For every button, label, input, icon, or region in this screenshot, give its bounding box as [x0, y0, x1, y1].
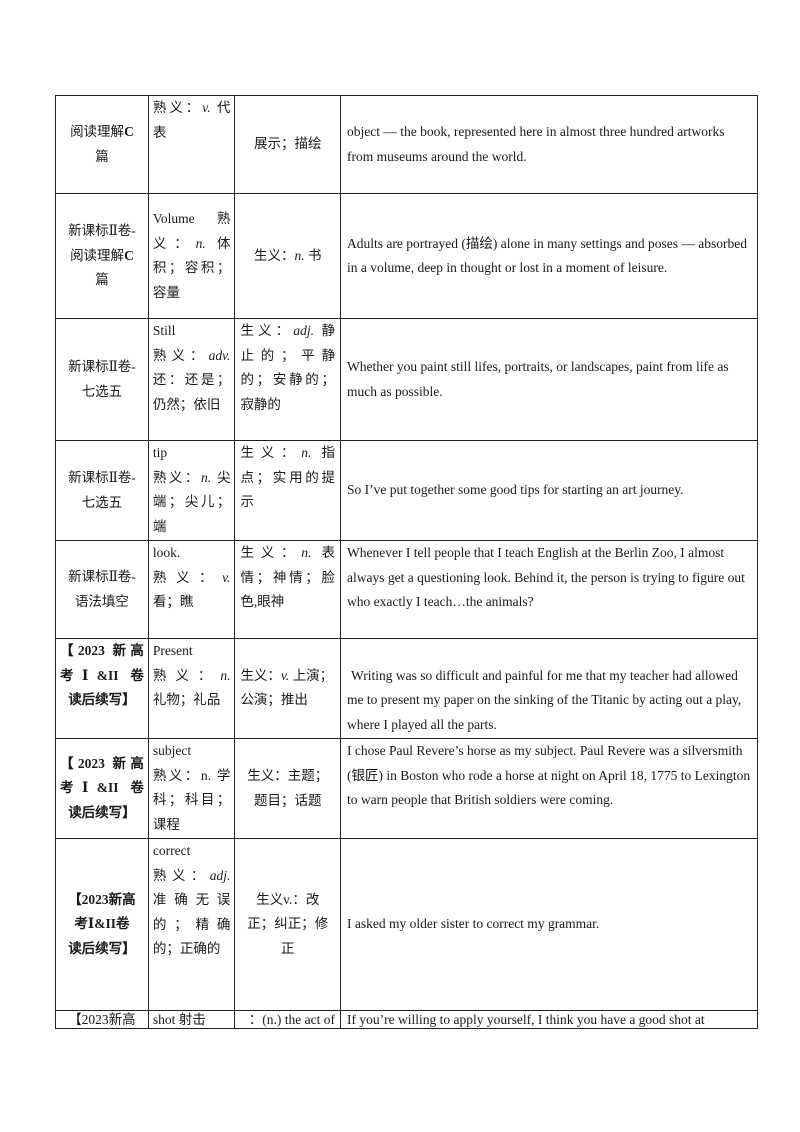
familiar-meaning-cell: shot 射击 [147, 1010, 236, 1029]
table-row: 新课标Ⅱ卷- 阅读理解C 篇 Volume 熟 义：n. 体 积；容积； 容量 … [55, 193, 758, 319]
generated-meaning-cell: ：(n.) the act of [234, 1010, 341, 1029]
table-row: 【2023新高 考Ⅰ&II卷 读后续写】 correct 熟义：adj. 准确无… [55, 838, 758, 1011]
source-cell: 新课标Ⅱ卷- 七选五 [55, 318, 149, 441]
table-row: 【2023新高 shot 射击 ：(n.) the act of If you’… [55, 1010, 758, 1029]
example-sentence-cell: Writing was so difficult and painful for… [340, 638, 758, 739]
generated-meaning-cell: 生义v.：改 正；纠正；修 正 [234, 838, 341, 1011]
example-sentence-cell: Whether you paint still lifes, portraits… [340, 318, 758, 441]
generated-meaning-cell: 生义：n. 指 点；实用的提 示 [234, 440, 341, 541]
table-row: 【2023 新高 考Ⅰ&II 卷 读后续写】 Present 熟义：n. 礼物；… [55, 638, 758, 739]
source-cell: 新课标Ⅱ卷- 七选五 [55, 440, 149, 541]
generated-meaning-cell: 生义：主题； 题目；话题 [234, 738, 341, 839]
source-cell: 新课标Ⅱ卷- 语法填空 [55, 540, 149, 639]
example-sentence-cell: If you’re willing to apply yourself, I t… [340, 1010, 758, 1029]
familiar-meaning-cell: Present 熟义：n. 礼物；礼品 [147, 638, 236, 739]
source-cell: 新课标Ⅱ卷- 阅读理解C 篇 [55, 193, 149, 319]
source-cell: 【2023 新高 考Ⅰ&II 卷 读后续写】 [55, 638, 149, 739]
familiar-meaning-cell: subject 熟义：n. 学 科；科目； 课程 [147, 738, 236, 839]
generated-meaning-cell: 生义：n. 书 [234, 193, 341, 319]
example-sentence-cell: I chose Paul Revere’s horse as my subjec… [340, 738, 758, 839]
table-row: 新课标Ⅱ卷- 七选五 tip 熟义：n. 尖 端；尖儿； 端 生义：n. 指 点… [55, 440, 758, 541]
familiar-meaning-cell: correct 熟义：adj. 准确无误 的；精确 的；正确的 [147, 838, 236, 1011]
generated-meaning-cell: 展示；描绘 [234, 95, 341, 194]
generated-meaning-cell: 生义：adj. 静 止的；平静 的；安静的； 寂静的 [234, 318, 341, 441]
source-cell: 阅读理解C 篇 [55, 95, 149, 194]
table-row: 新课标Ⅱ卷- 七选五 Still 熟义：adv. 还：还是； 仍然；依旧 生义：… [55, 318, 758, 441]
familiar-meaning-cell: look. 熟义：v. 看；瞧 [147, 540, 236, 639]
source-cell: 【2023新高 [55, 1010, 149, 1029]
familiar-meaning-cell: tip 熟义：n. 尖 端；尖儿； 端 [147, 440, 236, 541]
example-sentence-cell: object — the book, represented here in a… [340, 95, 758, 194]
table-row: 新课标Ⅱ卷- 语法填空 look. 熟义：v. 看；瞧 生义：n. 表 情；神情… [55, 540, 758, 639]
generated-meaning-cell: 生义：v. 上演； 公演；推出 [234, 638, 341, 739]
familiar-meaning-cell: 熟义：v. 代 表 [147, 95, 236, 194]
generated-meaning-cell: 生义：n. 表 情；神情；脸 色,眼神 [234, 540, 341, 639]
table-row: 【2023 新高 考Ⅰ&II 卷 读后续写】 subject 熟义：n. 学 科… [55, 738, 758, 839]
example-sentence-cell: Adults are portrayed (描绘) alone in many … [340, 193, 758, 319]
example-sentence-cell: So I’ve put together some good tips for … [340, 440, 758, 541]
source-cell: 【2023新高 考Ⅰ&II卷 读后续写】 [55, 838, 149, 1011]
example-sentence-cell: I asked my older sister to correct my gr… [340, 838, 758, 1011]
table-row: 阅读理解C 篇 熟义：v. 代 表 展示；描绘 object — the boo… [55, 95, 758, 194]
example-sentence-cell: Whenever I tell people that I teach Engl… [340, 540, 758, 639]
familiar-meaning-cell: Volume 熟 义：n. 体 积；容积； 容量 [147, 193, 236, 319]
familiar-meaning-cell: Still 熟义：adv. 还：还是； 仍然；依旧 [147, 318, 236, 441]
source-cell: 【2023 新高 考Ⅰ&II 卷 读后续写】 [55, 738, 149, 839]
vocabulary-table: 阅读理解C 篇 熟义：v. 代 表 展示；描绘 object — the boo… [55, 95, 758, 1029]
